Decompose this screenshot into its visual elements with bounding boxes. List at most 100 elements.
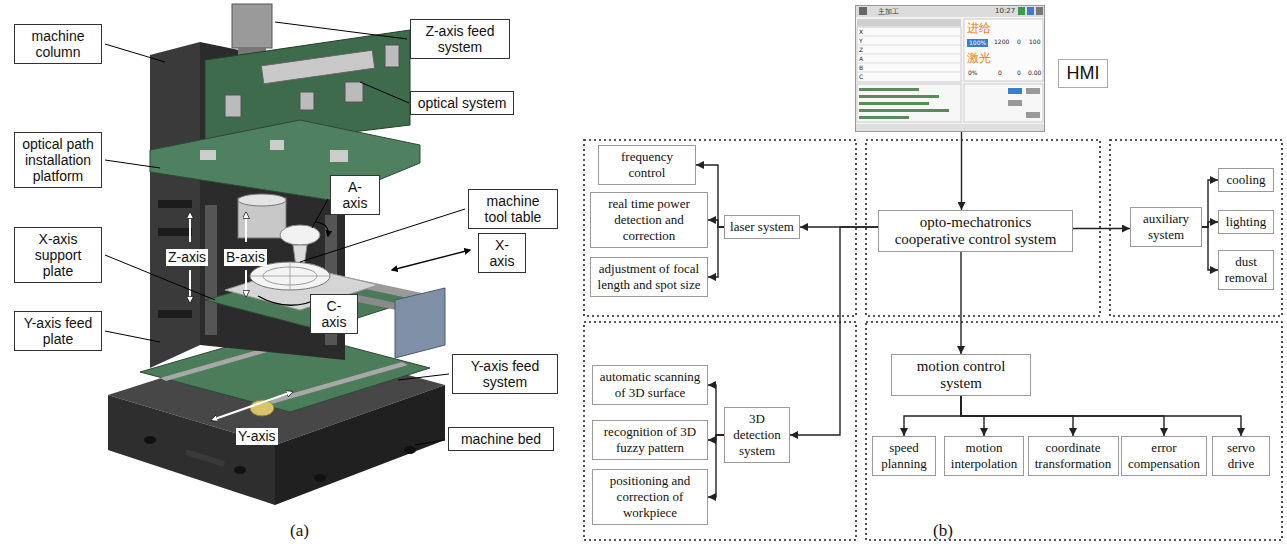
hmi-screenshot-part [857, 72, 961, 73]
function-box: adjustment of focal length and spot size [590, 257, 708, 297]
axis-arrow-part [392, 250, 470, 270]
optical-path-platform-part [330, 150, 348, 162]
connector-arrow [790, 227, 878, 435]
connector-arrow [708, 385, 724, 435]
connector-arrow [708, 220, 724, 227]
box-text: X-axis support plate [20, 231, 96, 279]
axis-arrow-part [245, 270, 247, 296]
connector-arrow [708, 227, 724, 277]
machine-column-part [158, 310, 192, 318]
hmi-screenshot-part [857, 84, 961, 122]
machine-bed-part [404, 446, 416, 454]
connector-arrow [1202, 227, 1218, 270]
function-box: motion interpolation [944, 436, 1024, 476]
hmi-screenshot-part [859, 88, 919, 91]
axis-arrow-part [189, 270, 191, 302]
leader-line-part [105, 160, 160, 168]
optical-system-part [225, 95, 241, 117]
leader-line-part [300, 209, 465, 262]
hmi-screenshot-part [857, 27, 961, 82]
connector-arrow [1202, 180, 1218, 227]
leader-line-part [360, 82, 409, 103]
connector-arrow [708, 435, 724, 497]
optical-system-part [300, 92, 314, 110]
optical-path-platform-part [270, 140, 284, 150]
hmi-screenshot-part [964, 84, 1043, 122]
box-text: lighting [1224, 214, 1268, 230]
hmi-screenshot-part [1018, 7, 1025, 15]
machine-bed-part [234, 466, 246, 474]
box-text: HMI [1064, 63, 1102, 84]
machine-bed-part [144, 436, 156, 444]
hmi-screenshot-part [855, 5, 1045, 132]
screen-value: 0% [968, 70, 978, 76]
axis-label: Z-axis [166, 249, 208, 266]
hmi-screenshot-part [855, 5, 1045, 17]
machine-bed-part [314, 474, 326, 482]
hmi-screenshot-part [857, 63, 961, 64]
axis-arrow-part [245, 213, 247, 242]
leader-line-part [105, 331, 160, 342]
box-text: real time power detection and correction [596, 196, 702, 244]
callout-box: optical path installation platform [14, 132, 102, 188]
box-text: motion interpolation [950, 440, 1018, 472]
leader-line-part [105, 44, 165, 62]
laser-head-part [280, 225, 320, 245]
box-text: recognition of 3D fuzzy pattern [598, 424, 702, 456]
machine-column-part [158, 228, 192, 236]
machine-bed-part [185, 449, 225, 466]
machine-bed-part [108, 395, 275, 505]
laser-head-part [238, 194, 286, 206]
box-text: X-axis [484, 237, 520, 269]
axis-box: X-axis [478, 233, 526, 273]
function-box: lighting [1218, 210, 1274, 234]
axis-box: A-axis [330, 175, 380, 215]
box-text: error compensation [1127, 440, 1201, 472]
connector-arrow [904, 396, 961, 436]
hmi-box: HMI [1058, 59, 1108, 88]
connector-arrow [961, 132, 962, 210]
machine-tool-table-part [290, 262, 291, 290]
machine-column-part [158, 200, 192, 208]
box-text: optical path installation platform [20, 136, 96, 184]
function-box: real time power detection and correction [590, 192, 708, 248]
hmi-screenshot-part [859, 95, 939, 98]
box-text: automatic scanning of 3D surface [598, 369, 702, 401]
axis-arrow-part [189, 213, 191, 242]
box-text: opto-mechatronics cooperative control sy… [884, 214, 1067, 248]
hmi-screenshot-part [857, 19, 961, 26]
screen-value: 0 [998, 70, 1002, 76]
panel-label: (b) [933, 522, 953, 540]
leader-line-part [415, 440, 445, 445]
hmi-screenshot-part [1027, 7, 1034, 15]
hmi-screenshot-part [1026, 88, 1040, 94]
box-text: servo drive [1218, 440, 1264, 472]
dashed-group-part [584, 322, 856, 540]
screen-heading: 激光 [967, 52, 991, 65]
screen-value: 1200 [994, 39, 1009, 45]
box-text: motion control system [897, 358, 1025, 392]
box-text: machine tool table [474, 193, 552, 225]
screen-axis: X [859, 29, 863, 35]
callout-box: machine tool table [468, 189, 558, 229]
callout-box: Y-axis feed system [452, 354, 558, 394]
hmi-screenshot-part [857, 45, 961, 46]
subsystem-box: 3D detection system [724, 407, 790, 463]
function-box: recognition of 3D fuzzy pattern [592, 420, 708, 460]
axis-label: Y-axis [236, 428, 278, 445]
box-text: adjustment of focal length and spot size [596, 261, 702, 293]
subsystem-box: motion control system [891, 354, 1031, 396]
connector-arrow [1073, 228, 1130, 229]
connector-arrow [961, 396, 1241, 436]
box-text: laser system [730, 219, 794, 235]
box-text: optical system [416, 95, 508, 111]
callout-box: optical system [410, 91, 514, 115]
axis-arrow-part [316, 222, 328, 236]
machine-tool-table-part [250, 262, 330, 290]
dashed-group-part [866, 140, 1100, 316]
optical-system-part [261, 50, 374, 83]
machine-column-part [150, 42, 200, 368]
panel-label: (a) [290, 522, 309, 540]
box-text: auxiliary system [1136, 211, 1196, 243]
hmi-screenshot-part [1008, 100, 1022, 106]
